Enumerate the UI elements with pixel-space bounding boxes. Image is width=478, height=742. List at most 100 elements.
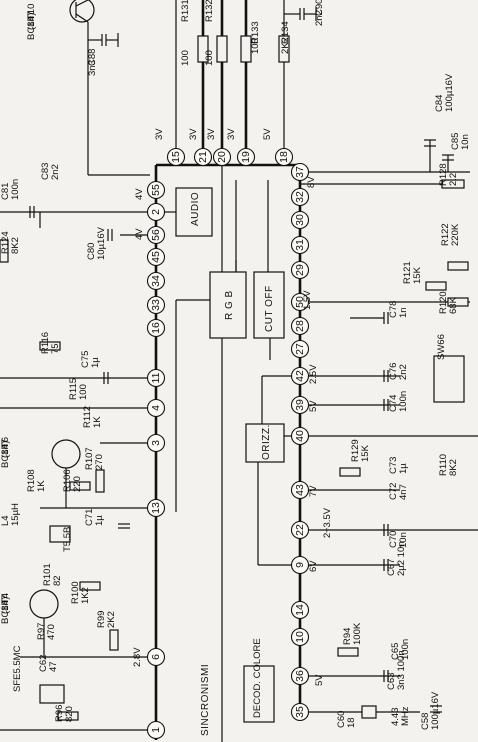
component-label: 7V (308, 485, 319, 497)
component-label: (1F) (26, 13, 37, 30)
component-label: 3V (188, 128, 199, 140)
decod-colore-block (243, 665, 275, 723)
ic-pin: 27 (290, 339, 310, 359)
component-label: 47 (48, 661, 59, 672)
pin-number: 18 (278, 151, 290, 163)
component-label: C84 (434, 95, 445, 112)
component-label: 100µ16V (430, 691, 441, 730)
capacitor-c88 (88, 33, 119, 47)
component-label: R128 (438, 163, 449, 186)
pin-circle (290, 480, 310, 500)
component-label: T6 (0, 437, 11, 448)
component-label: 15µH (10, 503, 21, 526)
ic-pin: 3 (146, 433, 166, 453)
pin-circle (290, 426, 310, 446)
component-label: 18 (346, 717, 357, 728)
pin-circle (290, 600, 310, 620)
component-label: 4V (134, 188, 145, 200)
ic-pin: 31 (290, 235, 310, 255)
component-label: 8K2 (448, 459, 459, 476)
pin-number: 20 (216, 151, 228, 163)
ic-pin: 2 (146, 202, 166, 222)
component-label: 1K (92, 416, 103, 428)
component-label: 2.2 (448, 173, 459, 186)
component-label: 75 (50, 343, 61, 354)
component-label: MHz (400, 706, 411, 726)
component-label: 2K2 (106, 611, 117, 628)
component-label: C73 (388, 457, 399, 474)
component-label: (1F) (0, 597, 11, 614)
component-label: 3V (226, 128, 237, 140)
component-label: 220 (72, 476, 83, 492)
component-label: 2n2 (314, 10, 325, 26)
ic-pin: 32 (290, 187, 310, 207)
pin-circle (146, 295, 166, 315)
pin-number: 35 (294, 706, 306, 718)
pin-circle (290, 316, 310, 336)
pin-circle (146, 398, 166, 418)
decod-colore-label: DECOD. COLORE (252, 638, 263, 718)
pin-circle (146, 720, 166, 740)
pin-number: 31 (294, 239, 306, 251)
component-label: R120 (438, 291, 449, 314)
pin-number: 15 (170, 151, 182, 163)
component-label: C58 (420, 713, 431, 730)
pin-circle (212, 147, 232, 167)
component-label: R110 (438, 454, 449, 476)
component-label: 3n3 100n (396, 650, 407, 690)
audio-block (175, 187, 213, 237)
component-label: 68K (448, 296, 459, 314)
pin-circle (290, 162, 310, 182)
component-label: R101 (42, 563, 53, 586)
ic-pin: 1 (146, 720, 166, 740)
component-label: T5.5B (62, 527, 73, 552)
ic-pin: 39 (290, 395, 310, 415)
pin-circle (290, 210, 310, 230)
pin-number: 27 (294, 343, 306, 355)
pin-number: 4 (150, 405, 162, 411)
component-label: R96 (54, 705, 65, 722)
component-label: (1F) (0, 441, 11, 458)
component-label: R106 (62, 469, 73, 492)
component-label: 8V (306, 176, 317, 188)
pin-number: 28 (294, 320, 306, 332)
component-label: 100 (204, 50, 215, 66)
component-label: 470 (46, 624, 57, 640)
component-label: 1n (398, 307, 409, 318)
component-label: R100 (70, 581, 81, 604)
component-label: 2n2 (50, 164, 61, 180)
pin-number: 42 (294, 370, 306, 382)
pin-circle (290, 260, 310, 280)
pin-circle (146, 368, 166, 388)
component-label: BC847 (0, 439, 11, 468)
pin-number: 13 (150, 502, 162, 514)
component-label: R107 (84, 447, 95, 470)
pin-number: 6 (150, 654, 162, 660)
ic-pin: 35 (290, 702, 310, 722)
pin-circle (290, 366, 310, 386)
pin-number: 39 (294, 399, 306, 411)
component-label: 220K (450, 223, 461, 246)
component-label: R133 (250, 21, 261, 44)
cutoff-label: CUT OFF (264, 285, 275, 332)
component-label: R124 (0, 231, 11, 254)
ic-pin: 55 (146, 180, 166, 200)
rgb-block (209, 271, 247, 339)
component-label: 1µ (94, 515, 105, 526)
ic-pin: 6 (146, 647, 166, 667)
component-label: 5V (308, 400, 319, 412)
orizz-block (245, 423, 285, 463)
component-label: 15K (360, 444, 371, 462)
pin-number: 33 (150, 299, 162, 311)
component-label: 2n2 (398, 364, 409, 380)
ic-pin: 40 (290, 426, 310, 446)
transistor-t10 (69, 0, 150, 176)
ic-pin: 56 (146, 225, 166, 245)
ic-pin: 13 (146, 498, 166, 518)
right-side-network (300, 139, 478, 719)
component-label: C72 (388, 483, 399, 500)
pin-number: 14 (294, 604, 306, 616)
component-label: R132 (204, 0, 215, 22)
